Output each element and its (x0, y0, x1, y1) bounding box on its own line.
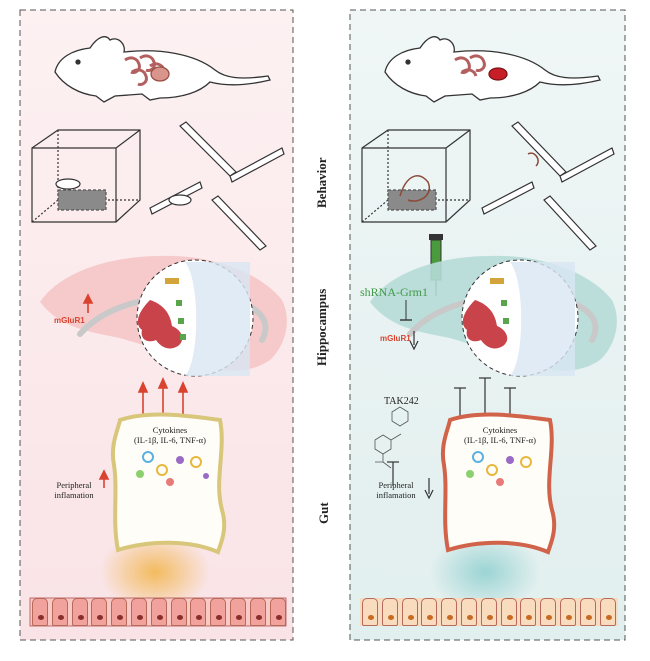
left-cytokines-title: Cytokines (152, 425, 188, 435)
villus (441, 598, 458, 626)
villus (111, 598, 128, 626)
tak242-structure (374, 406, 409, 469)
villus (381, 598, 398, 626)
left-gut (100, 412, 227, 612)
left-peripheral-line2: inflamation (54, 490, 94, 500)
villus (249, 598, 266, 626)
right-panel (349, 9, 626, 641)
villus (190, 598, 207, 626)
left-open-field (31, 129, 141, 223)
right-cytokines-title: Cytokines (482, 425, 518, 435)
left-mouse (54, 36, 271, 103)
villus (520, 598, 537, 626)
villus (91, 598, 108, 626)
right-peripheral-line1: Peripheral (378, 480, 414, 490)
shrna-label: shRNA-Grm1 (360, 285, 428, 299)
villus (51, 598, 68, 626)
right-hippocampus (370, 255, 617, 377)
villus (269, 598, 286, 626)
tak242-label: TAK242 (384, 396, 419, 407)
section-label-gut: Gut (316, 502, 331, 524)
villus (71, 598, 88, 626)
left-cytokines-list: (IL-1β, IL-6, TNF-α) (134, 435, 206, 445)
left-panel (19, 9, 294, 641)
villus (500, 598, 517, 626)
right-plus-maze (481, 121, 615, 251)
villus (362, 598, 378, 626)
section-label-behavior: Behavior (314, 157, 329, 208)
villus (230, 598, 246, 626)
villus (401, 598, 418, 626)
right-peripheral-line2: inflamation (376, 490, 416, 500)
villus (560, 598, 576, 626)
right-cytokines-list: (IL-1β, IL-6, TNF-α) (464, 435, 536, 445)
villus (579, 598, 596, 626)
villus (32, 598, 48, 626)
villus (210, 598, 227, 626)
left-hippocampus (40, 255, 287, 377)
villus (599, 598, 616, 626)
villus (461, 598, 477, 626)
left-mglur1-label: mGluR1 (54, 316, 85, 325)
villus (170, 598, 187, 626)
right-open-field (361, 129, 471, 223)
left-peripheral-line1: Peripheral (56, 480, 92, 490)
right-mouse (384, 36, 601, 103)
left-plus-maze (149, 121, 285, 251)
right-mglur1-label: mGluR1 (380, 334, 411, 343)
villus (421, 598, 438, 626)
right-gut (430, 412, 557, 612)
villus (150, 598, 167, 626)
section-label-hippocampus: Hippocampus (314, 288, 329, 366)
villus (131, 598, 147, 626)
right-inhibition-bars (387, 331, 516, 500)
villus (480, 598, 497, 626)
villus (540, 598, 557, 626)
